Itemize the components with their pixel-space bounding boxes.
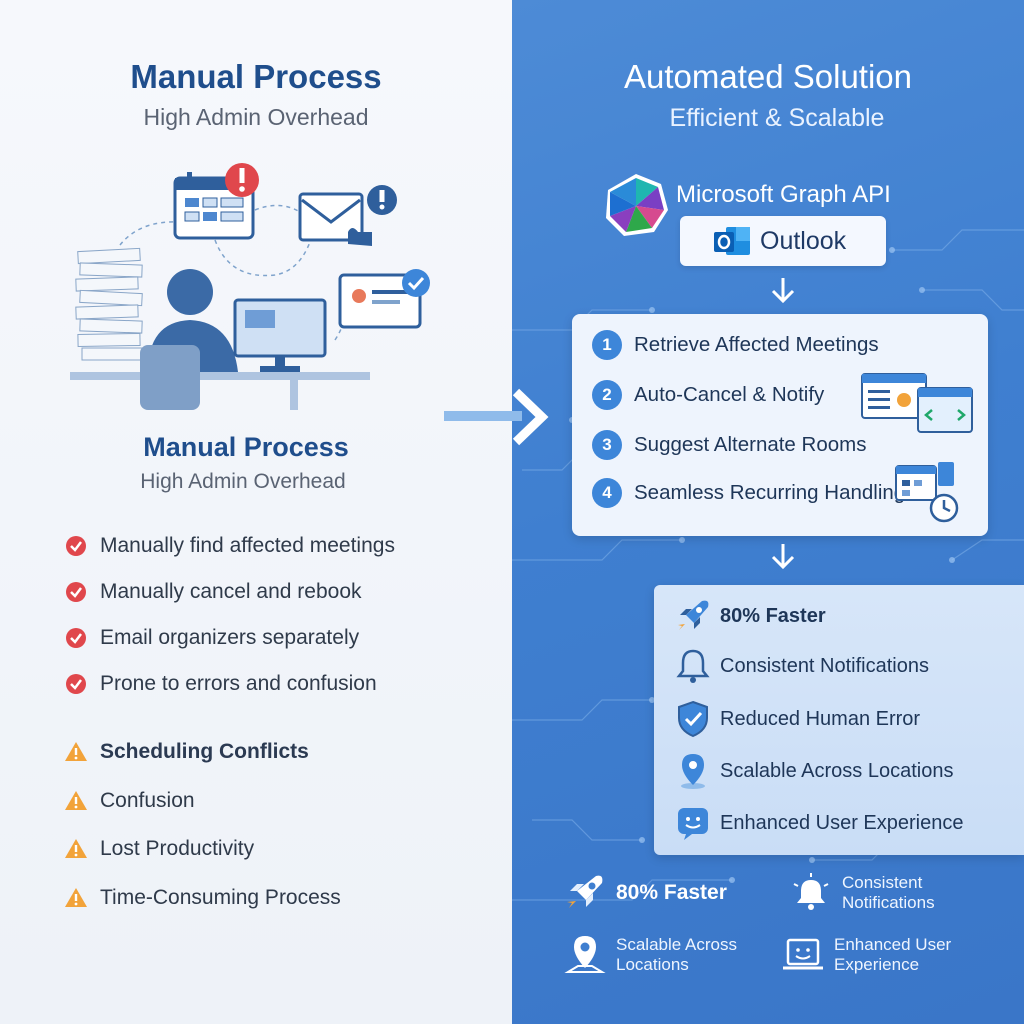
list-item: Confusion xyxy=(64,777,341,826)
location-pin-icon xyxy=(564,936,606,973)
outlook-label: Outlook xyxy=(760,226,847,255)
person-icon xyxy=(140,269,238,410)
manual-process-subtitle: High Admin Overhead xyxy=(143,104,369,130)
step-item: 2 Auto-Cancel & Notify xyxy=(592,380,824,410)
rocket-icon xyxy=(567,875,603,908)
step-label: Seamless Recurring Handling xyxy=(634,481,906,504)
list-item: Lost Productivity xyxy=(64,825,341,874)
step-number-badge: 3 xyxy=(592,430,622,460)
error-check-icon xyxy=(66,628,86,648)
list-item: Email organizers separately xyxy=(64,615,395,661)
automated-solution-subtitle: Efficient & Scalable xyxy=(669,104,885,132)
benefit-item: Scalable Across Locations xyxy=(672,750,953,792)
manual-impacts-list: Scheduling Conflicts Confusion Lost Prod… xyxy=(64,728,341,922)
error-check-icon xyxy=(66,536,86,556)
benefit-item: Enhanced User Experience xyxy=(672,802,963,844)
summary-item: 80% Faster xyxy=(562,870,727,916)
warning-icon xyxy=(65,839,87,859)
benefits-card: 80% Faster Consistent Notifications Redu… xyxy=(654,585,1024,855)
outlook-icon xyxy=(714,227,750,255)
summary-item: Enhanced User Experience xyxy=(780,932,951,978)
warning-icon xyxy=(65,742,87,762)
manual-problems-list: Manually find affected meetings Manually… xyxy=(64,523,395,707)
down-arrow-icon xyxy=(771,278,795,304)
list-item: Scheduling Conflicts xyxy=(64,728,341,777)
error-check-icon xyxy=(66,674,86,694)
benefit-item: 80% Faster xyxy=(672,595,826,637)
monitor-icon xyxy=(233,298,327,372)
calendar-clock-icon xyxy=(895,462,959,523)
location-pin-icon xyxy=(681,754,705,789)
bell-icon xyxy=(676,649,710,683)
step-item: 4 Seamless Recurring Handling xyxy=(592,478,905,508)
step-number-badge: 2 xyxy=(592,380,622,410)
laptop-smiley-icon xyxy=(783,938,823,970)
smiley-chat-icon xyxy=(678,808,708,840)
manual-work-illustration xyxy=(70,163,430,410)
flow-arrow-icon xyxy=(444,388,549,446)
automation-steps-card: 1 Retrieve Affected Meetings 2 Auto-Canc… xyxy=(572,314,988,536)
microsoft-graph-api-label: Microsoft Graph API xyxy=(676,181,891,208)
alert-icon xyxy=(225,163,259,197)
microsoft-graph-logo-icon xyxy=(606,174,668,236)
list-item: Manually find affected meetings xyxy=(64,523,395,569)
list-item: Prone to errors and confusion xyxy=(64,661,395,707)
manual-process-subtitle-secondary: High Admin Overhead xyxy=(140,470,346,493)
step-label: Auto-Cancel & Notify xyxy=(634,383,825,406)
manual-process-title-secondary: Manual Process xyxy=(143,432,349,462)
warning-icon xyxy=(65,887,87,907)
benefit-item: Consistent Notifications xyxy=(672,645,929,687)
down-arrow-icon xyxy=(771,544,795,570)
browser-windows-icon xyxy=(861,373,973,433)
manual-process-title: Manual Process xyxy=(130,58,382,95)
error-check-icon xyxy=(66,582,86,602)
paper-stack-icon xyxy=(75,247,145,361)
step-label: Suggest Alternate Rooms xyxy=(634,433,867,456)
outlook-card: Outlook xyxy=(680,216,886,266)
list-item: Manually cancel and rebook xyxy=(64,569,395,615)
step-item: 1 Retrieve Affected Meetings xyxy=(592,330,879,360)
summary-item: Consistent Notifications xyxy=(788,870,935,916)
step-item: 3 Suggest Alternate Rooms xyxy=(592,430,866,460)
summary-item: Scalable Across Locations xyxy=(562,932,737,978)
list-item: Time-Consuming Process xyxy=(64,874,341,923)
bell-icon xyxy=(793,873,829,910)
contact-card-icon xyxy=(338,269,430,329)
envelope-icon xyxy=(298,185,397,246)
benefit-item: Reduced Human Error xyxy=(672,698,920,740)
step-number-badge: 1 xyxy=(592,330,622,360)
automated-solution-title: Automated Solution xyxy=(623,58,913,95)
rocket-icon xyxy=(678,600,709,630)
step-number-badge: 4 xyxy=(592,478,622,508)
step-label: Retrieve Affected Meetings xyxy=(634,333,879,356)
shield-check-icon xyxy=(678,700,708,738)
warning-icon xyxy=(65,790,87,810)
